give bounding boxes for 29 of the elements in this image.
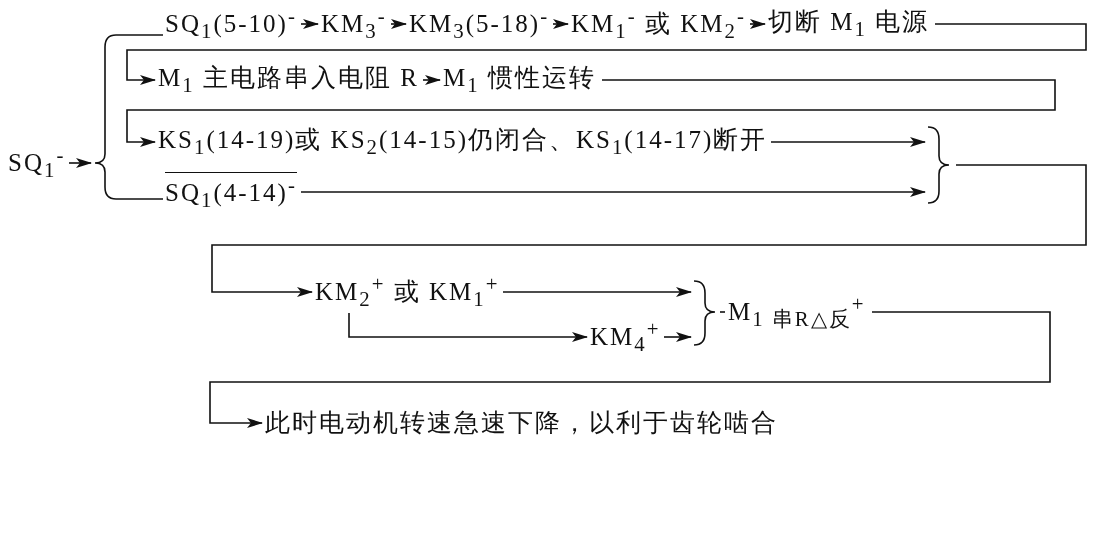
curly-brace <box>928 126 950 204</box>
connector-line <box>115 198 164 200</box>
curly-brace <box>694 280 716 346</box>
arrow <box>422 75 441 85</box>
arrow <box>300 19 319 29</box>
arrow <box>390 19 407 29</box>
step-text: 切断 M$_{1}$ 电源 <box>768 6 930 42</box>
curly-brace <box>94 34 116 200</box>
connector-line <box>115 34 164 36</box>
step-text: 此时电动机转速急速下降，以利于齿轮啮合 <box>265 408 778 438</box>
arrow <box>68 158 92 168</box>
arrow <box>211 164 1087 297</box>
step-text: M$_{1}$ 惯性运转 <box>443 62 596 98</box>
arrow <box>126 79 1056 147</box>
arrow <box>552 19 569 29</box>
arrow <box>348 312 588 342</box>
step-text: KM$_{3}$(5-18)$^{-}$ <box>409 4 550 45</box>
arrow <box>502 287 692 297</box>
arrow <box>770 137 926 147</box>
arrow <box>749 19 766 29</box>
arrow <box>209 311 1051 428</box>
arrow <box>126 23 1087 85</box>
arrow <box>663 332 692 342</box>
step-text: M$_{1}$ 主电路串入电阻 R <box>158 62 419 98</box>
step-text: SQ$_{1}$(4-14)$^{-}$ <box>165 171 297 213</box>
arrow <box>300 187 926 197</box>
connector-line <box>719 311 726 313</box>
step-text: SQ$_{1}$(5-10)$^{-}$ <box>165 4 297 45</box>
step-text: KS$_{1}$(14-19)或 KS$_{2}$(14-15)仍闭合、KS$_{1}$(14-17)断开 <box>158 124 768 160</box>
